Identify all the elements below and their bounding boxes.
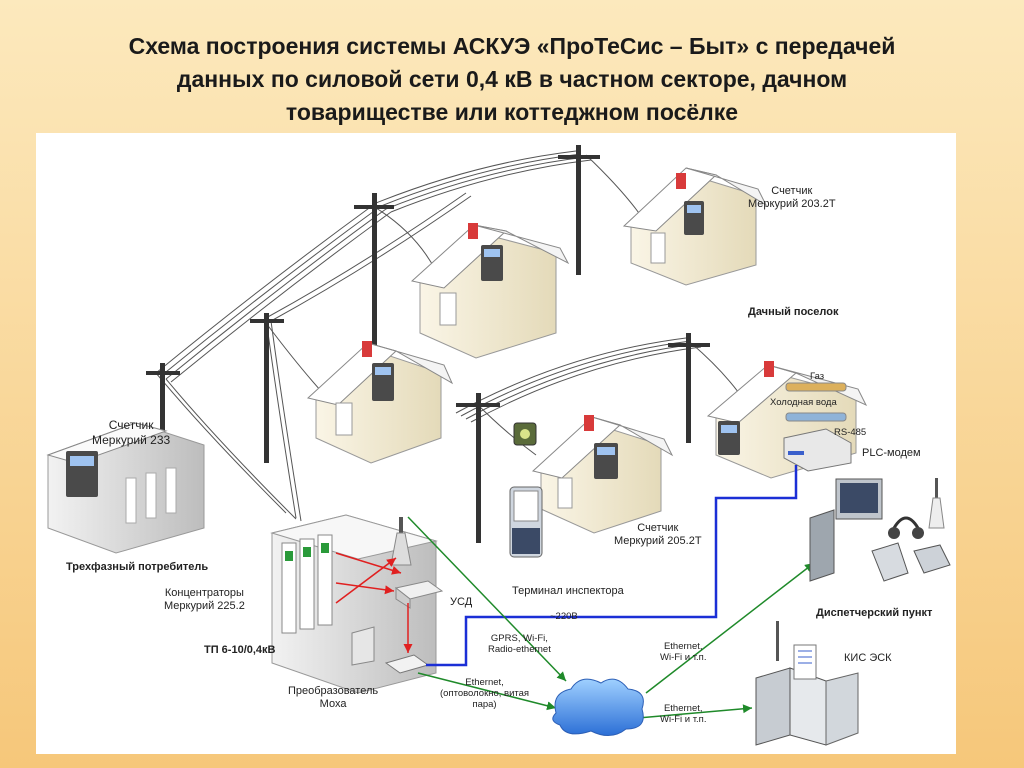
kis-label: КИС ЭСК [844,652,892,664]
meter-icon [66,451,98,497]
eth-wifi-1-label: Ethernet, Wi-Fi и т.п. [660,641,706,663]
concentrators-label-line1: Концентраторы [164,587,244,599]
cold-water-label: Холодная вода [770,397,837,408]
eth-wifi-2-label-line1: Ethernet, [663,703,703,714]
ethernet-fiber-label-line3: пара) [472,699,497,710]
house-icon [531,415,674,534]
antenna-icon [390,517,412,566]
substation-icon [270,514,444,694]
meter-icon [718,421,740,455]
moxa-label-line2: Моха [319,698,347,710]
meter-203-label-line1: Счетчик [771,185,813,197]
pole-icon [668,333,710,443]
antenna-icon [928,478,945,529]
dacha-label: Дачный поселок [748,306,839,318]
server-icon [755,621,859,746]
meter-203-label: Счетчик Меркурий 203.2Т [748,185,836,211]
gprs-label-line2: Radio-ethernet [488,644,551,655]
house-icon [706,361,868,479]
meter-233-label-line2: Меркурий 233 [92,433,171,447]
title-line-1: Схема построения системы АСКУЭ «ПроТеСис… [128,33,896,59]
meter-205-label: Счетчик Меркурий 205.2Т [614,522,702,548]
three-phase-label: Трехфазный потребитель [66,561,209,573]
moxa-label-line1: Преобразователь [288,685,379,697]
building-icon [46,422,205,554]
computer-icon [809,478,909,582]
moxa-label: Преобразователь Моха [288,685,378,711]
eth-wifi-1-label-line1: Ethernet, [663,641,703,652]
meter-icon [481,245,503,281]
headset-icon [888,516,924,539]
antenna-icon [776,621,779,661]
title-line-2: данных по силовой сети 0,4 кВ в частном … [176,66,848,92]
plc-label: PLC-модем [862,447,921,459]
usd-box [394,580,444,609]
house-icon [622,167,768,286]
ethernet-fiber-label: Ethernet, (оптоволокно, витая пара) [440,677,529,710]
meter-icon [372,363,394,401]
diagram-panel: Счетчик Меркурий 233 Трехфазный потребит… [36,133,956,754]
pole-icon [250,313,284,463]
v220-label: ~220В [550,611,578,622]
meter-icon [684,201,704,235]
ethernet-fiber-label-line2: (оптоволокно, витая [440,688,530,699]
gas-label: Газ [810,371,825,382]
sensor-icon [513,422,537,446]
gprs-label: GPRS, Wi-Fi, Radio-ethernet [488,633,551,655]
meter-icon [594,443,618,479]
eth-wifi-2-label-line2: Wi-Fi и т.п. [660,714,707,725]
modem-icon [783,428,852,472]
tp-label: ТП 6-10/0,4кВ [204,644,276,656]
meter-205-label-line1: Счетчик [637,522,679,534]
house-icon [410,223,570,359]
dispatch-label: Диспетчерский пункт [816,607,933,619]
terminal-label: Терминал инспектора [512,585,624,597]
meter-233-label: Счетчик Меркурий 233 [92,418,170,448]
ethernet-fiber-label-line1: Ethernet, [465,677,504,688]
concentrators-label-line2: Меркурий 225.2 [164,600,245,612]
title-line-3: товариществе или коттеджном посёлке [285,99,739,125]
phone-icon [913,544,951,574]
gprs-label-line1: GPRS, Wi-Fi, [490,633,548,644]
eth-wifi-1-label-line2: Wi-Fi и т.п. [660,652,707,663]
diagram-canvas [46,145,951,746]
meter-203-label-line2: Меркурий 203.2Т [748,198,836,210]
meter-205-label-line2: Меркурий 205.2Т [614,535,702,547]
cloud-icon [552,678,644,736]
concentrators-label: Концентраторы Меркурий 225.2 [164,587,245,613]
pole-icon [456,393,500,543]
usd-label: УСД [450,596,473,608]
pole-icon [558,145,600,275]
pole-icon [354,193,394,363]
house-icon [306,341,454,464]
eth-wifi-2-label: Ethernet, Wi-Fi и т.п. [660,703,706,725]
meter-233-label-line1: Счетчик [108,418,154,432]
pda-icon [509,486,543,558]
page-title: Схема построения системы АСКУЭ «ПроТеСис… [0,30,1024,129]
rs485-label: RS-485 [834,427,867,438]
